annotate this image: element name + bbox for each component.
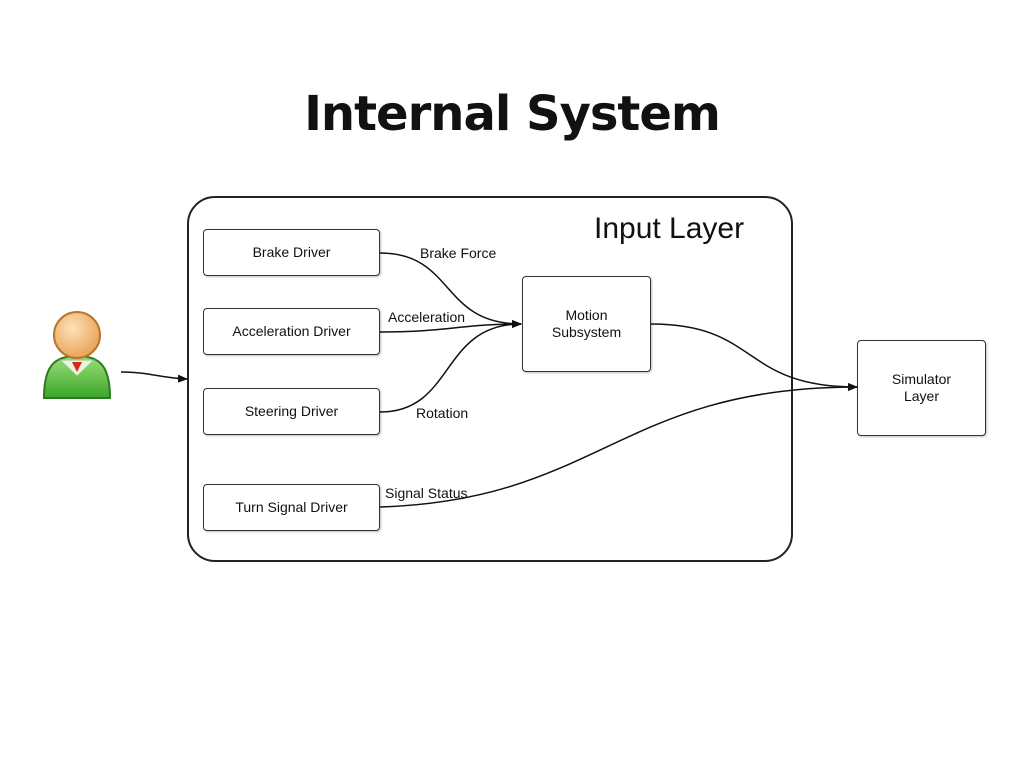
edge-label-rotation: Rotation <box>416 405 469 421</box>
edge-motion-to-simulator <box>650 323 858 391</box>
motion-subsystem-label-line2: Subsystem <box>551 324 622 340</box>
simulator-layer-box: Simulator Layer <box>857 340 986 436</box>
input-layer-container <box>187 196 793 562</box>
acceleration-driver-label: Acceleration Driver <box>232 323 351 339</box>
acceleration-driver-box: Acceleration Driver <box>203 308 380 355</box>
edge-steering-to-motion <box>379 320 522 413</box>
simulator-layer-label-line2: Layer <box>903 388 940 404</box>
edge-turn-signal-to-simulator <box>379 383 858 508</box>
edge-label-acceleration: Acceleration <box>388 309 466 325</box>
edge-label-brake-force: Brake Force <box>420 245 497 261</box>
user-icon <box>40 310 114 409</box>
turn-signal-driver-box: Turn Signal Driver <box>203 484 380 531</box>
steering-driver-box: Steering Driver <box>203 388 380 435</box>
simulator-layer-label-line1: Simulator <box>891 371 952 387</box>
edge-brake-to-motion <box>379 252 522 328</box>
brake-driver-label: Brake Driver <box>252 244 331 260</box>
slide-title: Internal System <box>304 86 721 142</box>
brake-driver-box: Brake Driver <box>203 229 380 276</box>
edge-user-to-input <box>120 371 188 383</box>
steering-driver-label: Steering Driver <box>244 403 339 419</box>
input-layer-label: Input Layer <box>594 212 745 245</box>
motion-subsystem-label-line1: Motion <box>565 307 608 323</box>
edge-label-signal-status: Signal Status <box>385 485 468 501</box>
turn-signal-driver-label: Turn Signal Driver <box>235 499 348 515</box>
edge-acceleration-to-motion <box>379 320 522 333</box>
motion-subsystem-box: Motion Subsystem <box>522 276 651 372</box>
